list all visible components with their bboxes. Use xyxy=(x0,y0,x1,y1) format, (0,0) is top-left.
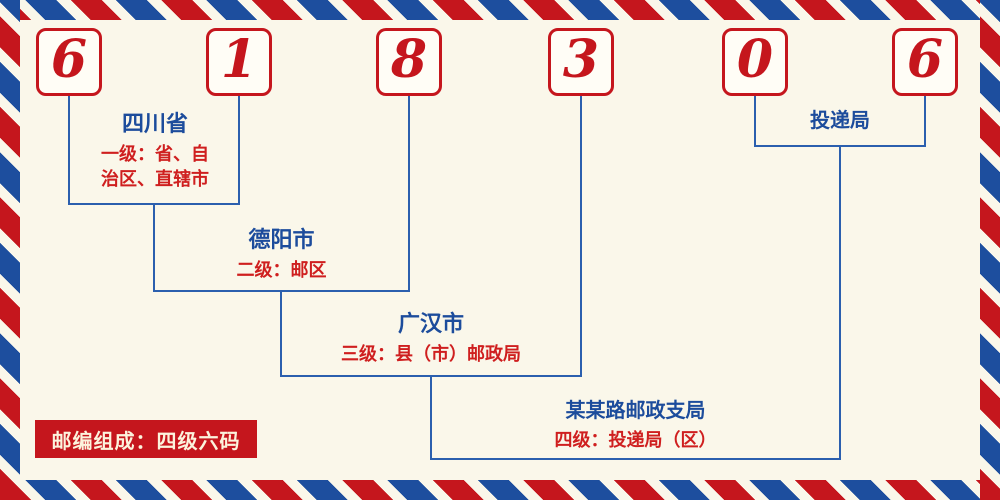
digit-1: 6 xyxy=(50,29,88,90)
level2-desc: 二级：邮区 xyxy=(236,260,327,281)
airmail-border-right xyxy=(980,0,1000,500)
digit-box-4: 3 xyxy=(548,28,614,96)
level3-desc: 三级：县（市）邮政局 xyxy=(341,344,521,365)
footer-badge: 邮编组成：四级六码 xyxy=(35,420,257,458)
connector-line xyxy=(280,290,282,377)
digit-4: 3 xyxy=(562,29,600,90)
connector-line xyxy=(580,96,582,377)
connector-line xyxy=(924,96,926,147)
level4-desc: 四级：投递局（区） xyxy=(554,430,717,451)
level3-name: 广汉市 xyxy=(397,312,464,337)
level1-desc-line1: 一级：省、自 xyxy=(101,144,209,165)
connector-line xyxy=(68,96,70,205)
connector-line xyxy=(754,145,926,147)
airmail-border-left xyxy=(0,0,20,500)
connector-line xyxy=(754,96,756,147)
connector-line xyxy=(430,375,432,460)
connector-line xyxy=(238,96,240,205)
level2-name: 德阳市 xyxy=(248,228,315,253)
level1-desc: 一级：省、自 治区、直辖市 xyxy=(69,142,241,192)
digit-6: 6 xyxy=(906,29,944,90)
digit-3: 8 xyxy=(390,29,428,90)
connector-line xyxy=(153,203,155,292)
delivery-office-label: 投递局 xyxy=(810,108,870,132)
connector-line xyxy=(430,458,841,460)
digit-box-6: 6 xyxy=(892,28,958,96)
airmail-border-top xyxy=(0,0,1000,20)
digit-5: 0 xyxy=(736,29,774,90)
level1-name: 四川省 xyxy=(121,112,188,137)
airmail-border-bottom xyxy=(0,480,1000,500)
digit-box-3: 8 xyxy=(376,28,442,96)
connector-line xyxy=(408,96,410,292)
digit-2: 1 xyxy=(220,29,258,90)
digit-box-5: 0 xyxy=(722,28,788,96)
level4-name: 某某路邮政支局 xyxy=(565,398,706,422)
digit-box-1: 6 xyxy=(36,28,102,96)
digit-box-2: 1 xyxy=(206,28,272,96)
level1-desc-line2: 治区、直辖市 xyxy=(101,169,209,190)
connector-line xyxy=(839,145,841,460)
